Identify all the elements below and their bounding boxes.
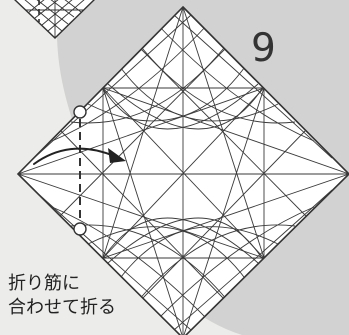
step-number: 9 — [251, 26, 276, 71]
crease-pattern — [18, 7, 349, 335]
instruction-text: 折り筋に 合わせて折る — [8, 272, 116, 320]
current-step-diagram — [16, 5, 349, 335]
fold-arrow-icon — [33, 147, 115, 165]
reference-point-icon — [73, 105, 87, 119]
previous-step-diagram — [14, 0, 95, 39]
reference-point-icon — [73, 222, 87, 236]
instruction-line-2: 合わせて折る — [8, 297, 116, 318]
fold-arrow-head-icon — [108, 148, 126, 163]
paper-square — [16, 5, 349, 335]
instruction-line-1: 折り筋に — [8, 273, 80, 294]
